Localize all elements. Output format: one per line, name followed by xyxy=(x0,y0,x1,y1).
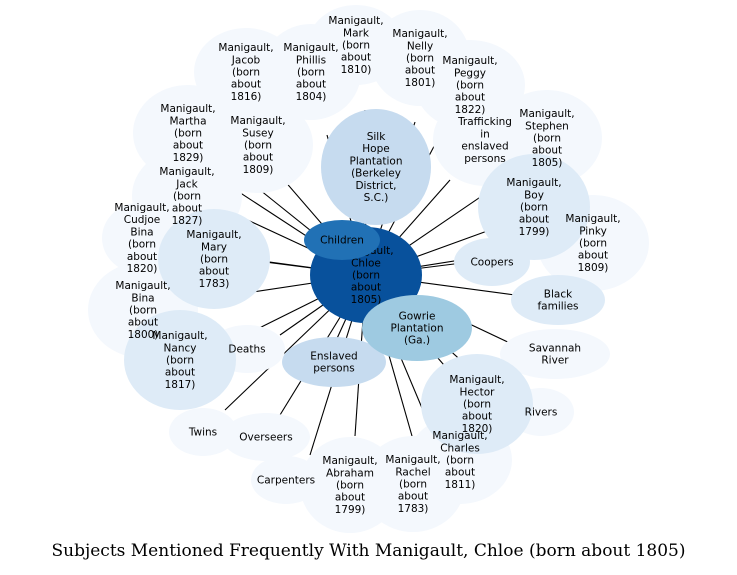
node-deaths-label: Deaths xyxy=(228,344,265,356)
node-children-label: Children xyxy=(320,235,364,247)
node-nancy xyxy=(124,310,236,410)
node-overseers-label: Overseers xyxy=(239,432,292,444)
node-twins xyxy=(169,408,237,456)
node-overseers xyxy=(222,413,310,461)
node-mary xyxy=(158,209,270,309)
node-gowrie xyxy=(362,295,472,361)
node-enslaved xyxy=(282,337,386,387)
node-rivers-label: Rivers xyxy=(525,407,558,419)
diagram-caption: Subjects Mentioned Frequently With Manig… xyxy=(51,541,686,561)
node-coopers-label: Coopers xyxy=(470,257,513,269)
node-coopers xyxy=(454,238,530,286)
node-hector xyxy=(421,354,533,454)
node-rachel xyxy=(361,436,465,532)
center-node-layer: Manigault,Chloe(bornabout1805)ChildrenGo… xyxy=(304,220,472,361)
node-black-families xyxy=(511,275,605,325)
node-silk-hope xyxy=(321,109,431,225)
node-savannah xyxy=(500,329,610,379)
node-twins-label: Twins xyxy=(188,427,217,439)
node-children xyxy=(304,220,380,260)
node-carpenters-label: Carpenters xyxy=(257,475,315,487)
node-boy xyxy=(478,154,590,260)
